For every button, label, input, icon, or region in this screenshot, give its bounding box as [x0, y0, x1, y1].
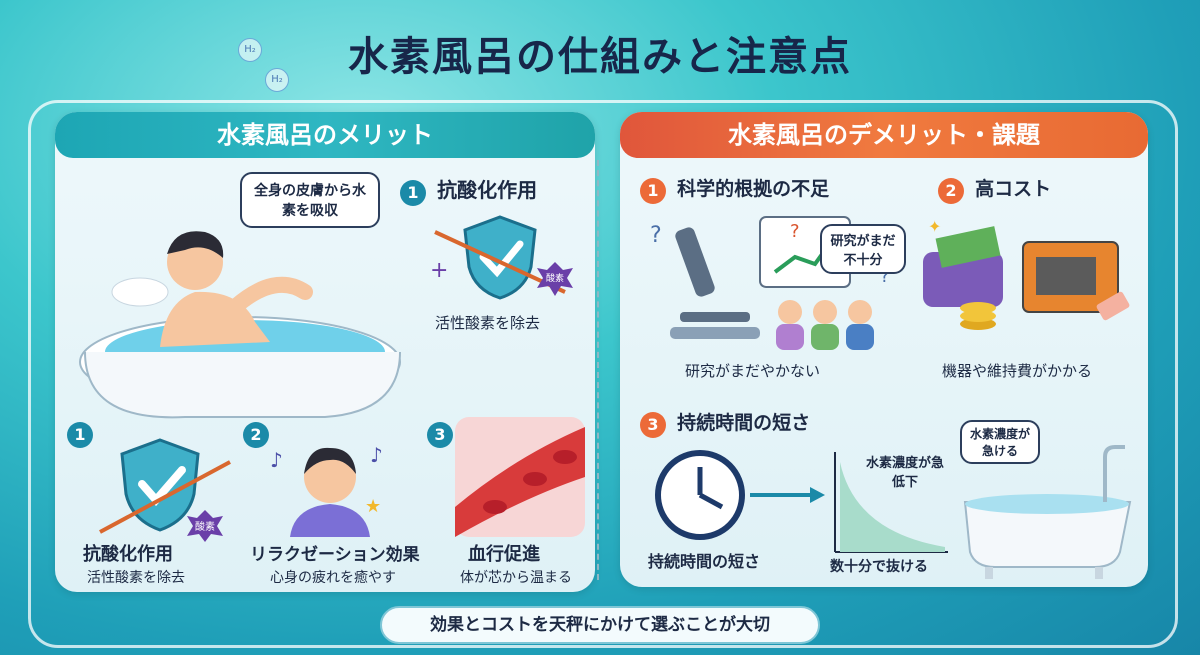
bath-illustration-icon: [79, 231, 401, 419]
shield-check-icon: + 酸素: [430, 215, 573, 300]
blood-vessel-icon: [455, 417, 585, 537]
merit-item-2-number: 2: [243, 422, 269, 448]
svg-text:?: ?: [650, 223, 662, 248]
empty-tub-icon: [963, 445, 1132, 579]
top-oxygen-badge-text: 酸素: [546, 272, 564, 284]
svg-text:?: ?: [790, 221, 800, 242]
outer-frame: [28, 100, 1178, 648]
wallet-generator-icon: ✦: [923, 217, 1130, 330]
svg-text:♪: ♪: [270, 448, 283, 472]
page-title: 水素風呂の仕組みと注意点: [348, 34, 852, 80]
conclusion-banner: 効果とコストを天秤にかけて選ぶことが大切: [380, 606, 820, 644]
svg-text:✦: ✦: [928, 217, 941, 236]
demerit-item-2-caption: 機器や維持費がかかる: [942, 362, 1093, 380]
svg-text:♪: ♪: [370, 443, 383, 467]
demerit-item-3-caption: 持続時間の短さ: [648, 552, 761, 571]
demerit-item-3-title: 持続時間の短さ: [677, 412, 811, 434]
relax-woman-icon: ♪ ♪ ★: [270, 443, 383, 537]
shield-icon: 酸素: [99, 438, 231, 542]
demerit-item-3-heading: 3 持続時間の短さ: [640, 408, 810, 438]
decay-graph-caption: 数十分で抜ける: [830, 559, 928, 575]
merit-item-1-title: 抗酸化作用: [83, 544, 173, 565]
merit-header: 水素風呂のメリット: [55, 112, 595, 158]
svg-text:★: ★: [365, 496, 381, 517]
demerit-header: 水素風呂のデメリット・課題: [620, 112, 1148, 158]
research-speech-bubble: 研究がまだ不十分: [820, 224, 906, 274]
h2-bubble-icon: H₂: [265, 68, 289, 92]
clock-icon: [655, 450, 825, 540]
absorb-speech-bubble: 全身の皮膚から水素を吸収: [240, 172, 380, 228]
merit-item-1-number: 1: [67, 422, 93, 448]
merit-item-2-title: リラクゼーション効果: [250, 545, 420, 565]
h2-bubble-icon: H₂: [238, 38, 262, 62]
demerit-panel: 水素風呂のデメリット・課題 1 科学的根拠の不足 ? ? ? 研究がまだ不十分 …: [620, 112, 1148, 587]
merit-item-3-number: 3: [427, 422, 453, 448]
oxygen-badge-text: 酸素: [195, 520, 215, 533]
demerit-item-1-number: 1: [640, 177, 666, 204]
top-item-number: 1: [400, 179, 426, 206]
svg-text:+: +: [430, 258, 448, 283]
demerit-item-2-heading: 2 高コスト: [938, 174, 1051, 204]
demerit-item-3-number: 3: [640, 411, 666, 438]
demerit-item-1-caption: 研究がまだやかない: [685, 362, 821, 380]
top-antioxidant-heading: 1 抗酸化作用: [400, 174, 537, 206]
demerit-item-1-heading: 1 科学的根拠の不足: [640, 174, 829, 204]
demerit-item-2-title: 高コスト: [975, 178, 1052, 200]
decay-graph-icon: [834, 452, 948, 553]
merit-panel: 水素風呂のメリット 全身の皮膚から水素を吸収 1 抗酸化作用 + 酸素 活性酸素…: [55, 112, 595, 592]
demerit-item-1-title: 科学的根拠の不足: [677, 178, 830, 200]
merit-item-3-caption: 体が芯から温まる: [460, 570, 572, 586]
merit-item-2-caption: 心身の疲れを癒やす: [270, 570, 396, 586]
top-item-caption: 活性酸素を除去: [435, 314, 541, 332]
decay-graph-label: 水素濃度が急低下: [865, 456, 944, 490]
merit-item-1-caption: 活性酸素を除去: [87, 570, 185, 586]
svg-text:?: ?: [880, 266, 890, 287]
tub-speech-bubble: 水素濃度が急ける: [960, 420, 1040, 464]
demerit-item-2-number: 2: [938, 177, 964, 204]
panel-divider: [597, 160, 599, 580]
merit-item-3-title: 血行促進: [468, 544, 540, 565]
top-item-title: 抗酸化作用: [437, 178, 538, 202]
